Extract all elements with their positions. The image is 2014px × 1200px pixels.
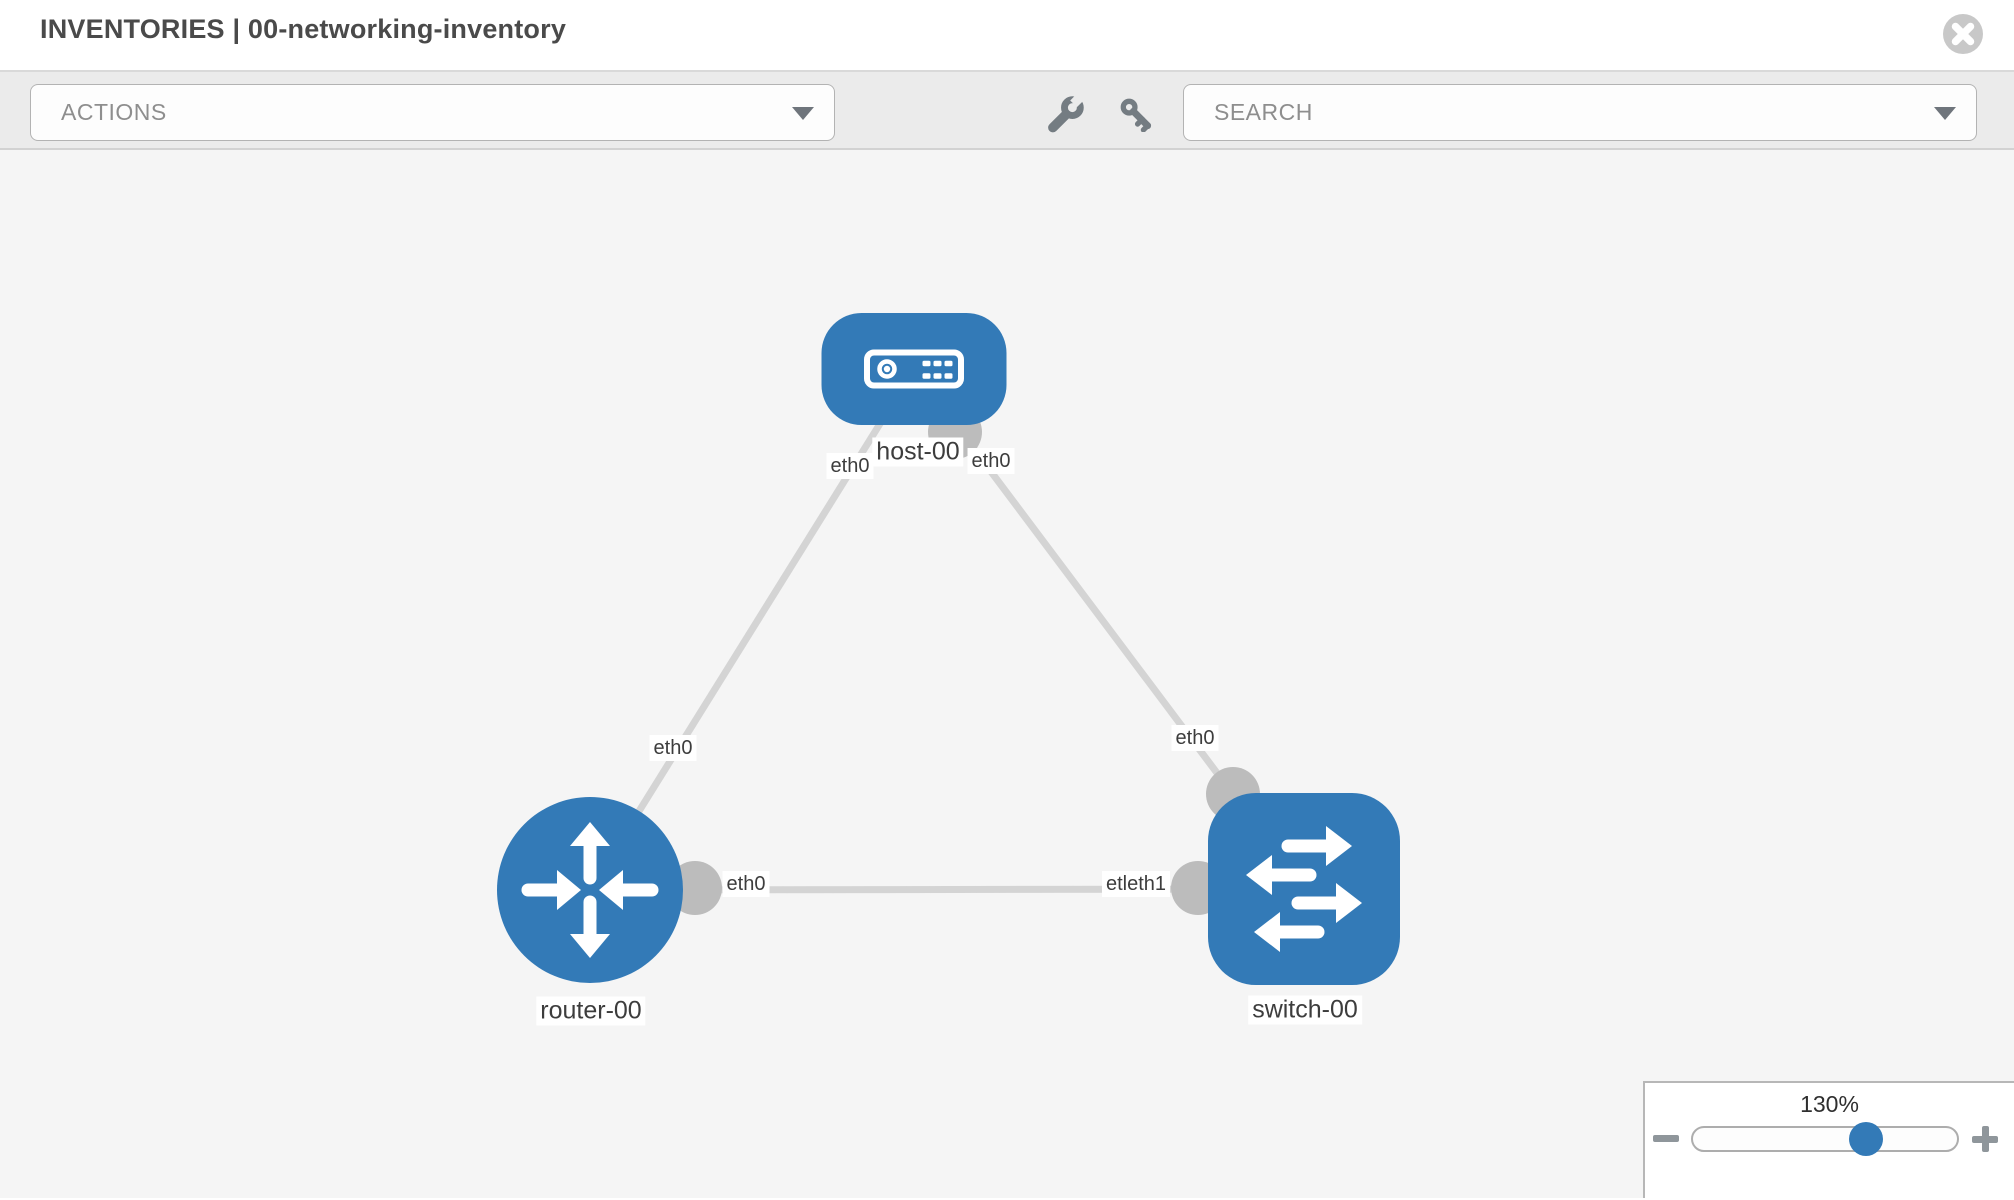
- interface-label: eth0: [967, 448, 1015, 474]
- close-icon: [1943, 14, 1983, 54]
- header: INVENTORIES | 00-networking-inventory: [0, 0, 2014, 72]
- credentials-button[interactable]: [1117, 96, 1155, 134]
- search-dropdown[interactable]: SEARCH: [1183, 84, 1977, 141]
- configure-button[interactable]: [1046, 92, 1086, 134]
- wrench-icon: [1048, 92, 1086, 133]
- interface-label: etleth1: [1101, 871, 1171, 897]
- node-label-router-00: router-00: [536, 996, 646, 1026]
- chevron-down-icon: [1934, 107, 1956, 120]
- interface-label: eth0: [826, 453, 874, 479]
- node-host-00[interactable]: [821, 313, 1007, 425]
- actions-dropdown-label: ACTIONS: [61, 99, 167, 125]
- key-icon: [1120, 98, 1152, 133]
- actions-dropdown[interactable]: ACTIONS: [30, 84, 835, 141]
- topology-canvas[interactable]: host-00 router-00 switch-00 eth0 eth0 eth0 eth…: [0, 150, 2014, 1198]
- search-dropdown-label: SEARCH: [1214, 99, 1313, 125]
- page-title: INVENTORIES | 00-networking-inventory: [40, 14, 567, 44]
- zoom-in-button[interactable]: [1972, 1126, 1998, 1152]
- close-button[interactable]: [1943, 14, 1983, 54]
- node-router-00[interactable]: [497, 797, 683, 983]
- zoom-slider-thumb[interactable]: [1849, 1122, 1883, 1156]
- zoom-slider[interactable]: [1691, 1122, 1959, 1156]
- chevron-down-icon: [792, 107, 814, 120]
- interface-label: eth0: [649, 735, 697, 761]
- node-label-switch-00: switch-00: [1248, 995, 1362, 1025]
- node-label-host-00: host-00: [872, 437, 964, 467]
- switch-icon: [1246, 826, 1362, 952]
- zoom-level: 130%: [1800, 1091, 1859, 1117]
- node-switch-00[interactable]: [1208, 793, 1400, 985]
- zoom-panel: 130%: [1643, 1081, 2014, 1198]
- router-icon: [521, 822, 659, 958]
- interface-label: eth0: [1171, 725, 1219, 751]
- host-icon: [864, 349, 964, 389]
- interface-label: eth0: [722, 871, 770, 897]
- zoom-out-button[interactable]: [1653, 1135, 1679, 1142]
- topology-svg: [497, 313, 1400, 985]
- toolbar: ACTIONS SEARCH: [0, 72, 2014, 150]
